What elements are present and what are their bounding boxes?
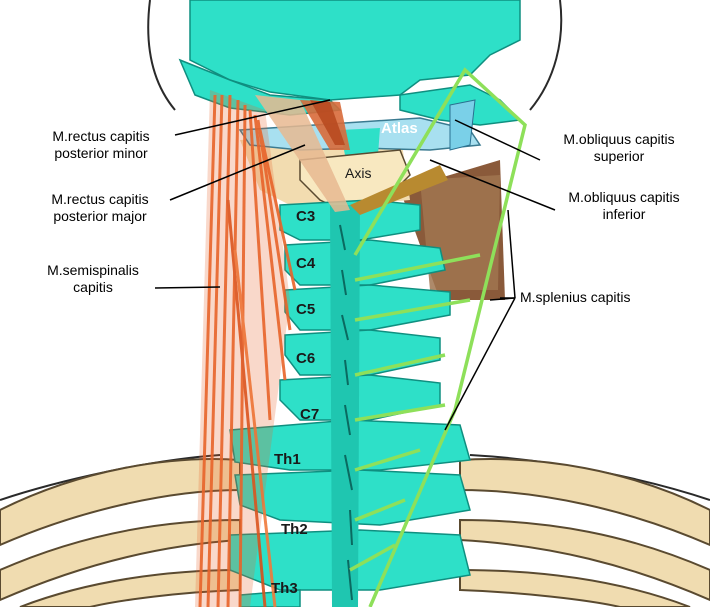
vertebra-label-c5: C5: [296, 301, 316, 318]
rectus-major-line1: M.rectus capitis: [51, 191, 149, 207]
label-atlas: Atlas: [381, 120, 418, 137]
label-axis: Axis: [345, 165, 372, 181]
semispinalis-muscle: [198, 94, 297, 608]
vertebra-label-th2: Th2: [281, 521, 308, 538]
label-rectus-minor: M.rectus capitis posterior minor: [26, 128, 176, 162]
rectus-minor-line2: posterior minor: [54, 145, 148, 161]
rectus-minor-line1: M.rectus capitis: [52, 128, 150, 144]
label-semispinalis: M.semispinalis capitis: [28, 262, 158, 296]
spinous-shadows: [339, 224, 353, 601]
vertebra-label-th1: Th1: [274, 451, 301, 468]
obliquus-superior-line1: M.obliquus capitis: [563, 131, 675, 147]
vertebra-label-c3: C3: [296, 208, 316, 225]
vertebra-label-c7: C7: [300, 406, 320, 423]
semispinalis-line1: M.semispinalis: [47, 262, 139, 278]
label-rectus-major: M.rectus capitis posterior major: [20, 191, 180, 225]
vertebra-label-c4: C4: [296, 255, 316, 272]
obliquus-inferior-line1: M.obliquus capitis: [568, 189, 680, 205]
semispinalis-line2: capitis: [73, 279, 113, 295]
leader-lines: [154, 99, 556, 431]
semispinalis-shade: [195, 90, 290, 607]
label-splenius: M.splenius capitis: [520, 289, 631, 305]
obliquus-muscles: [350, 99, 476, 215]
vertebral-column: [229, 199, 471, 608]
obliquus-inferior-line2: inferior: [602, 206, 646, 222]
rectus-major-line2: posterior major: [53, 208, 147, 224]
obliquus-superior-line2: superior: [593, 148, 645, 164]
splenius-muscle: [349, 67, 527, 608]
rectus-muscles: [255, 95, 350, 212]
label-obliquus-superior: M.obliquus capitis superior: [534, 131, 704, 165]
vertebra-label-th3: Th3: [271, 580, 298, 597]
vertebra-label-c6: C6: [296, 350, 316, 367]
label-obliquus-inferior: M.obliquus capitis inferior: [539, 189, 709, 223]
